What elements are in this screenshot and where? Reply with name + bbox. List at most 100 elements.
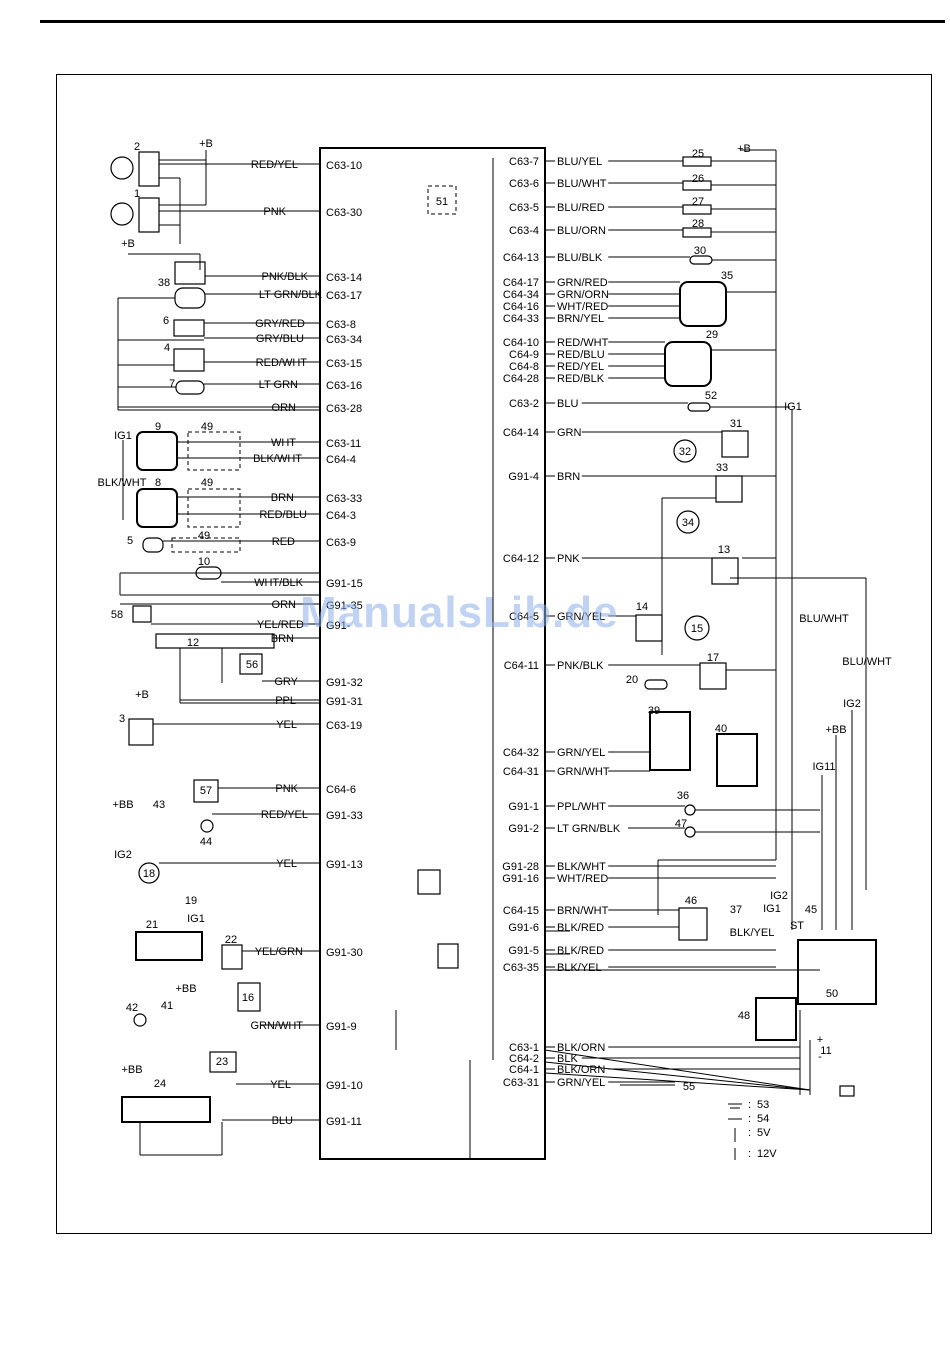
component-number-45: 46: [685, 895, 697, 907]
left-wire-label-9: WHT: [271, 437, 296, 449]
right-pin-label-24: G91-16: [502, 873, 539, 885]
right-pin-label-10: C64-9: [509, 349, 539, 361]
right-pin-label-30: C64-2: [509, 1053, 539, 1065]
component-number-38: 39: [648, 705, 660, 717]
right-pin-label-25: C64-15: [503, 905, 539, 917]
right-wire-label-26: BLK/RED: [557, 922, 604, 934]
component-number-24: 25: [692, 148, 704, 160]
left-wire-label-19: PPL: [275, 695, 296, 707]
component-number-16: 17: [707, 652, 719, 664]
right-wire-label-22: LT GRN/BLK: [557, 823, 621, 835]
component-number-9: 10: [198, 556, 210, 568]
component-number-28: 29: [706, 329, 718, 341]
right-wire-label-6: GRN/ORN: [557, 289, 609, 301]
right-pin-label-1: C63-6: [509, 178, 539, 190]
component-12-module: [155, 633, 275, 649]
supply-ig1-3: IG1: [784, 401, 802, 413]
component-40-relay-box: [716, 733, 758, 787]
left-pin-label-22: G91-33: [326, 810, 363, 822]
left-wire-label-7: LT GRN: [259, 379, 298, 391]
component-57-box: [193, 779, 219, 803]
left-wire-label-10: BLK/WHT: [253, 453, 302, 465]
ecm-box: [319, 147, 546, 1160]
component-number-8: 9: [155, 421, 161, 433]
left-wire-label-24: YEL/GRN: [255, 946, 303, 958]
component-number-23: 24: [154, 1078, 166, 1090]
component-number-18: 19: [185, 895, 197, 907]
right-pin-label-19: C64-32: [503, 747, 539, 759]
sensor-1-icon: [110, 202, 134, 226]
right-wire-label-1: BLU/WHT: [557, 178, 607, 190]
component-16-box: [237, 982, 261, 1012]
component-7-sensor: [175, 380, 205, 395]
component-31-relay: [721, 430, 749, 458]
right-pin-label-17: C64-5: [509, 611, 539, 623]
left-pin-label-25: G91-9: [326, 1021, 357, 1033]
left-pin-label-7: C63-16: [326, 380, 362, 392]
right-pin-label-0: C63-7: [509, 156, 539, 168]
supply-plus-b-4: +B: [135, 689, 149, 701]
label-plus: +: [817, 1034, 823, 1046]
right-wire-label-16: PNK: [557, 553, 580, 565]
component-number-49: 49: [201, 477, 213, 489]
right-pin-label-3: C63-4: [509, 225, 539, 237]
left-wire-label-0: RED/YEL: [251, 159, 298, 171]
component-22-switch: [221, 944, 243, 970]
left-pin-label-4: C63-8: [326, 319, 356, 331]
component-50-switch-box: [797, 939, 877, 1005]
component-15-motor: [684, 615, 710, 641]
left-pin-label-13: C63-9: [326, 537, 356, 549]
right-wire-label-31: BLK/ORN: [557, 1064, 605, 1076]
component-number-48: 49: [201, 421, 213, 433]
left-pin-label-9: C63-11: [326, 438, 361, 450]
component-30-coil: [689, 255, 713, 265]
left-wire-label-23: YEL: [276, 858, 297, 870]
component-20-sensor: [644, 679, 668, 690]
component-18-motor: [138, 862, 160, 884]
left-pin-label-21: C64-6: [326, 784, 356, 796]
component-number-40: 41: [161, 1000, 173, 1012]
component-48-relay-box: [755, 997, 797, 1041]
component-number-3: 4: [164, 342, 170, 354]
left-pin-label-6: C63-15: [326, 358, 362, 370]
right-wire-label-0: BLU/YEL: [557, 156, 602, 168]
right-wire-label-24: WHT/RED: [557, 873, 608, 885]
right-pin-label-9: C64-10: [503, 337, 539, 349]
sensor-2-icon: [110, 156, 134, 180]
component-number-34: 35: [721, 270, 733, 282]
component-number-14: 15: [691, 623, 703, 635]
component-number-25: 26: [692, 173, 704, 185]
component-number-47: 48: [738, 1010, 750, 1022]
right-pin-label-22: G91-2: [508, 823, 539, 835]
component-29-valve: [664, 341, 712, 387]
left-wire-label-2: PNK/BLK: [262, 271, 309, 283]
component-number-43: 44: [200, 836, 212, 848]
component-21-module: [135, 931, 203, 961]
right-pin-label-6: C64-34: [503, 289, 539, 301]
component-number-10: 11: [820, 1045, 831, 1057]
component-38-sensor: [174, 261, 206, 285]
right-pin-label-27: G91-5: [508, 945, 539, 957]
left-wire-label-8: ORN: [272, 402, 297, 414]
component-13-relay: [711, 557, 739, 585]
supply-st: ST: [790, 920, 804, 932]
left-wire-label-25: GRN/WHT: [250, 1020, 303, 1032]
component-number-41: 42: [126, 1002, 138, 1014]
right-wire-label-20: GRN/WHT: [557, 766, 610, 778]
component-number-55: 56: [246, 659, 258, 671]
component-44-lamp: [200, 819, 214, 833]
left-pin-label-15: G91-35: [326, 600, 363, 612]
legend-value-1: 54: [757, 1113, 769, 1125]
legend-sep-1: :: [748, 1113, 751, 1125]
component-number-31: 32: [679, 446, 691, 458]
left-wire-label-3: LT GRN/BLK: [259, 289, 323, 301]
left-pin-label-10: C64-4: [326, 454, 356, 466]
component-number-35: 36: [677, 790, 689, 802]
component-number-0: 1: [134, 188, 140, 200]
component-6-sensor: [173, 319, 205, 337]
component-42-lamp: [133, 1013, 147, 1027]
supply-ig2-3: IG2: [770, 890, 788, 902]
left-pin-label-24: G91-30: [326, 947, 363, 959]
left-pin-label-19: G91-31: [326, 696, 363, 708]
